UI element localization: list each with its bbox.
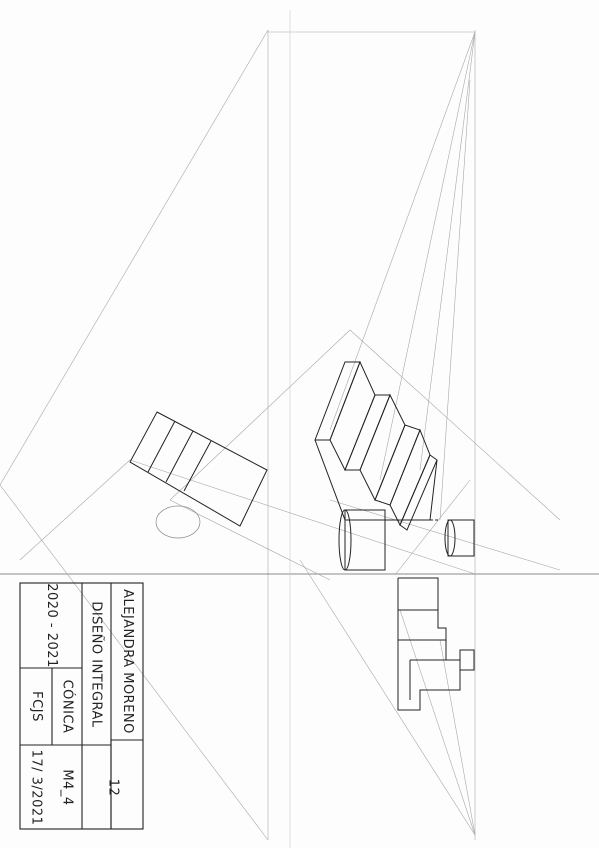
course-year: 2020 - 2021 [43, 583, 59, 668]
sheet-number-cell: 12 [82, 745, 143, 829]
school-cell: FCJS [20, 668, 52, 745]
topic-cell: CÓNICA [52, 668, 82, 745]
tilted-box-drawing [129, 411, 268, 539]
course-year-cell: 2020 - 2021 [20, 583, 82, 668]
author-cell: ALEJANDRA MORENO [111, 583, 143, 740]
school-label: FCJS [28, 691, 44, 722]
subject-label: DISEÑO INTEGRAL [89, 600, 105, 728]
code-cell: M4_4 [52, 745, 82, 829]
sheet-number: 12 [104, 778, 120, 796]
topic-label: CÓNICA [59, 679, 75, 734]
date-label: 17/ 3/2021 [28, 749, 44, 825]
construction-lines [0, 10, 599, 848]
date-cell: 17/ 3/2021 [20, 745, 52, 829]
subject-cell: DISEÑO INTEGRAL [82, 583, 111, 745]
lower-steps-drawing [397, 577, 475, 711]
code-label: M4_4 [59, 768, 75, 806]
author-name: ALEJANDRA MORENO [119, 589, 135, 734]
stepped-blocks-drawing [314, 360, 475, 571]
title-block-frame [19, 582, 144, 830]
